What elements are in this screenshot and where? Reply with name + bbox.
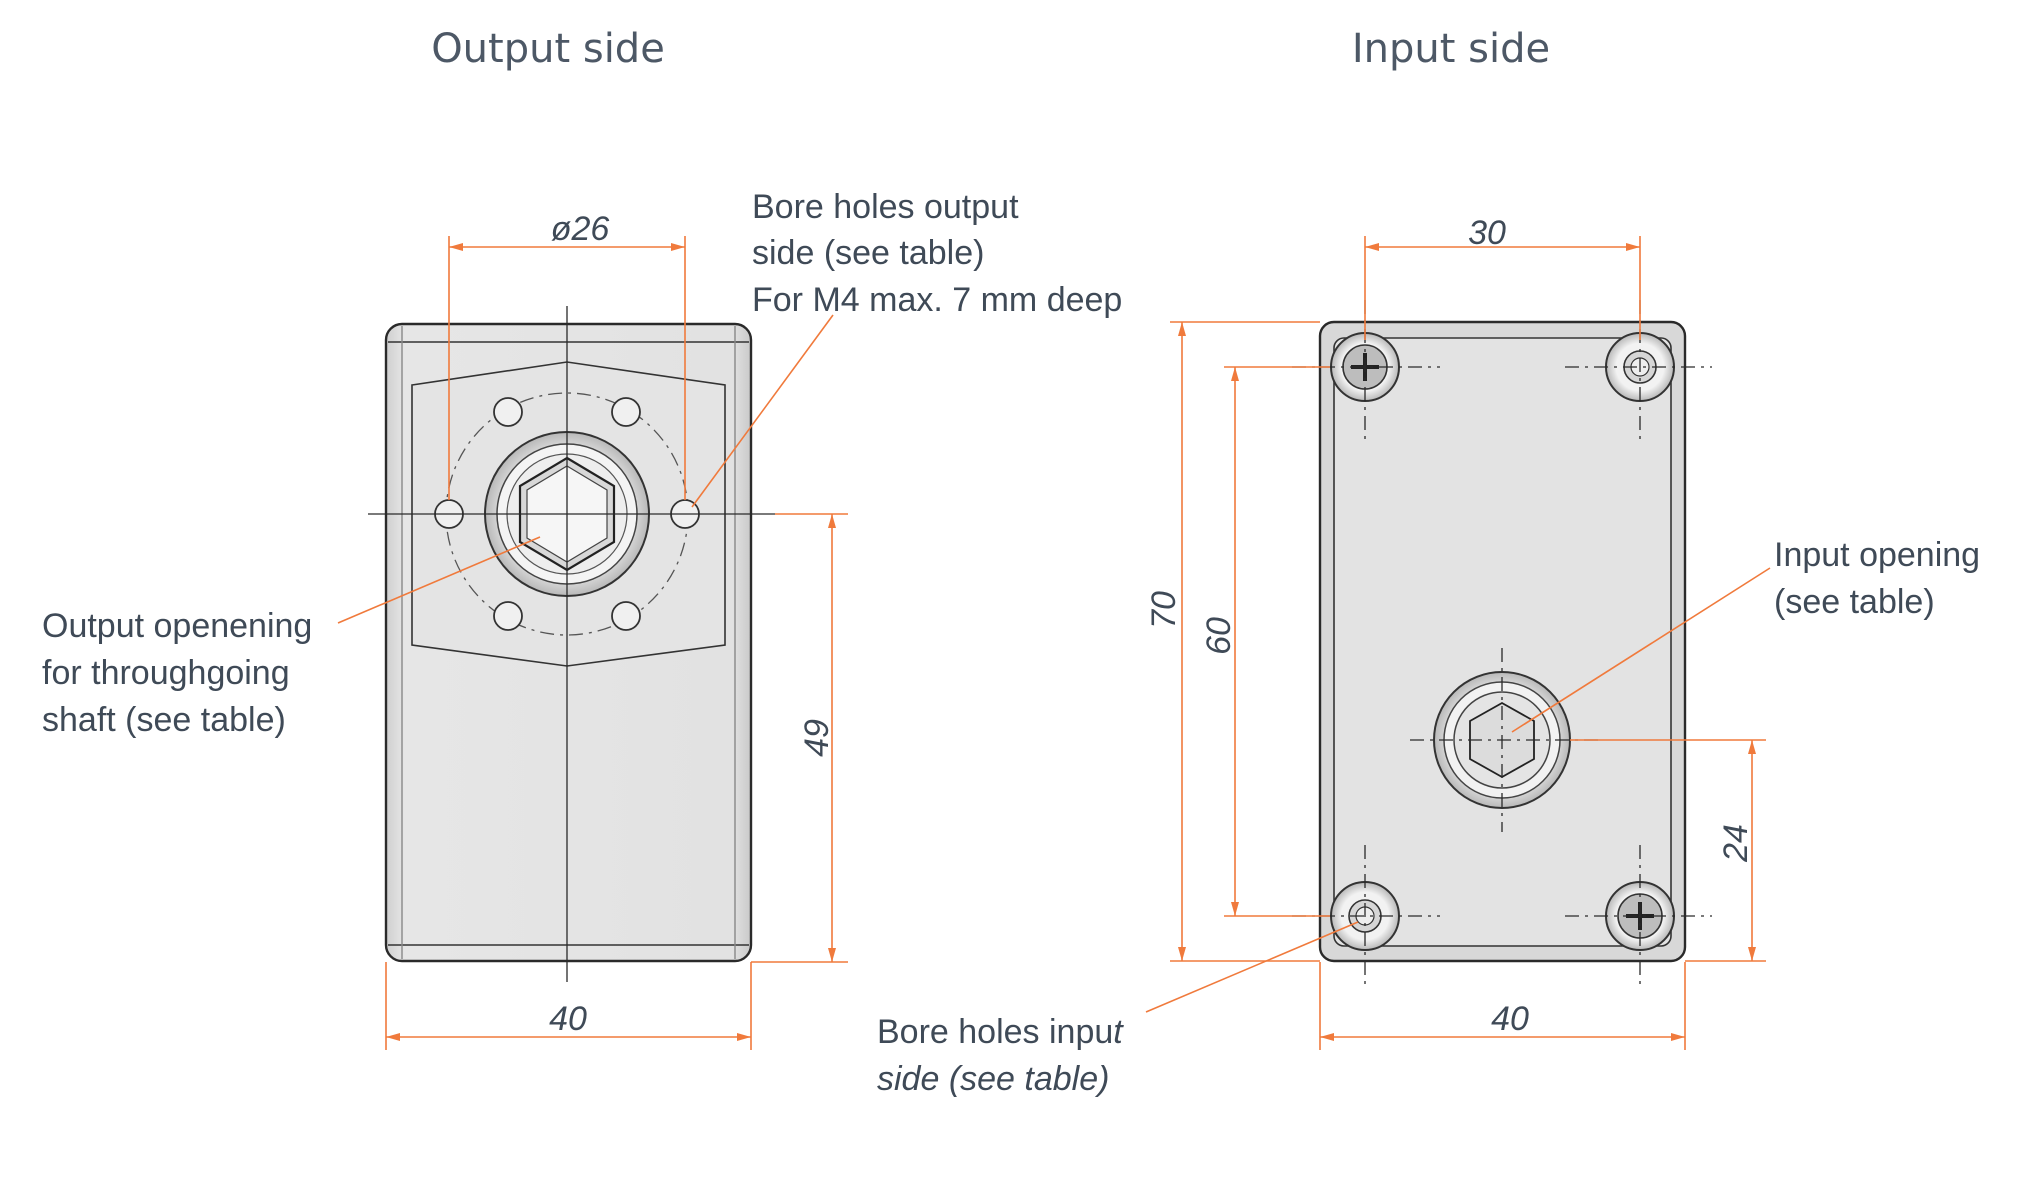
input-opening-label-2: (see table) bbox=[1774, 583, 1935, 621]
input-view: 30 70 60 24 bbox=[1145, 214, 1771, 1050]
dim-30-label: 30 bbox=[1468, 214, 1506, 252]
dim-diameter-label: ø26 bbox=[551, 210, 610, 248]
dimension-diameter-26: ø26 bbox=[448, 210, 686, 500]
bore-holes-input-label-1b: t bbox=[1113, 1013, 1124, 1051]
dim-width-input-label: 40 bbox=[1491, 1000, 1529, 1038]
output-opening-label-2: for throughgoing bbox=[42, 654, 290, 692]
dimension-width-40-input: 40 bbox=[1319, 962, 1686, 1050]
bore-holes-output-label-1: Bore holes output bbox=[752, 188, 1019, 226]
output-side-heading: Output side bbox=[431, 26, 665, 72]
dimension-30: 30 bbox=[1364, 214, 1641, 340]
bore-holes-output-label-3: For M4 max. 7 mm deep bbox=[752, 281, 1122, 319]
dimension-width-40-output: 40 bbox=[385, 962, 752, 1050]
dimension-60: 60 bbox=[1200, 366, 1330, 917]
dim-70-label: 70 bbox=[1145, 591, 1183, 629]
input-side-heading: Input side bbox=[1352, 26, 1550, 72]
bore-holes-output-label-2: side (see table) bbox=[752, 234, 984, 272]
dim-24-label: 24 bbox=[1717, 824, 1755, 863]
dim-height-label: 49 bbox=[798, 719, 836, 757]
dim-width-label: 40 bbox=[549, 1000, 587, 1038]
bore-holes-input-label-1: Bore holes input bbox=[877, 1013, 1124, 1051]
dimension-70: 70 bbox=[1145, 321, 1320, 962]
bore-holes-input-label-2: side (see table) bbox=[877, 1060, 1109, 1098]
bore-holes-input-label-1a: Bore holes inpu bbox=[877, 1013, 1113, 1051]
output-opening-label-1: Output openening bbox=[42, 607, 312, 645]
output-opening-label-3: shaft (see table) bbox=[42, 701, 286, 739]
dimension-24: 24 bbox=[1570, 739, 1766, 962]
input-opening-label-1: Input opening bbox=[1774, 536, 1980, 574]
dim-60-label: 60 bbox=[1200, 617, 1238, 655]
dimension-height-49: 49 bbox=[751, 513, 848, 963]
output-view: ø26 40 49 bbox=[337, 210, 848, 1050]
